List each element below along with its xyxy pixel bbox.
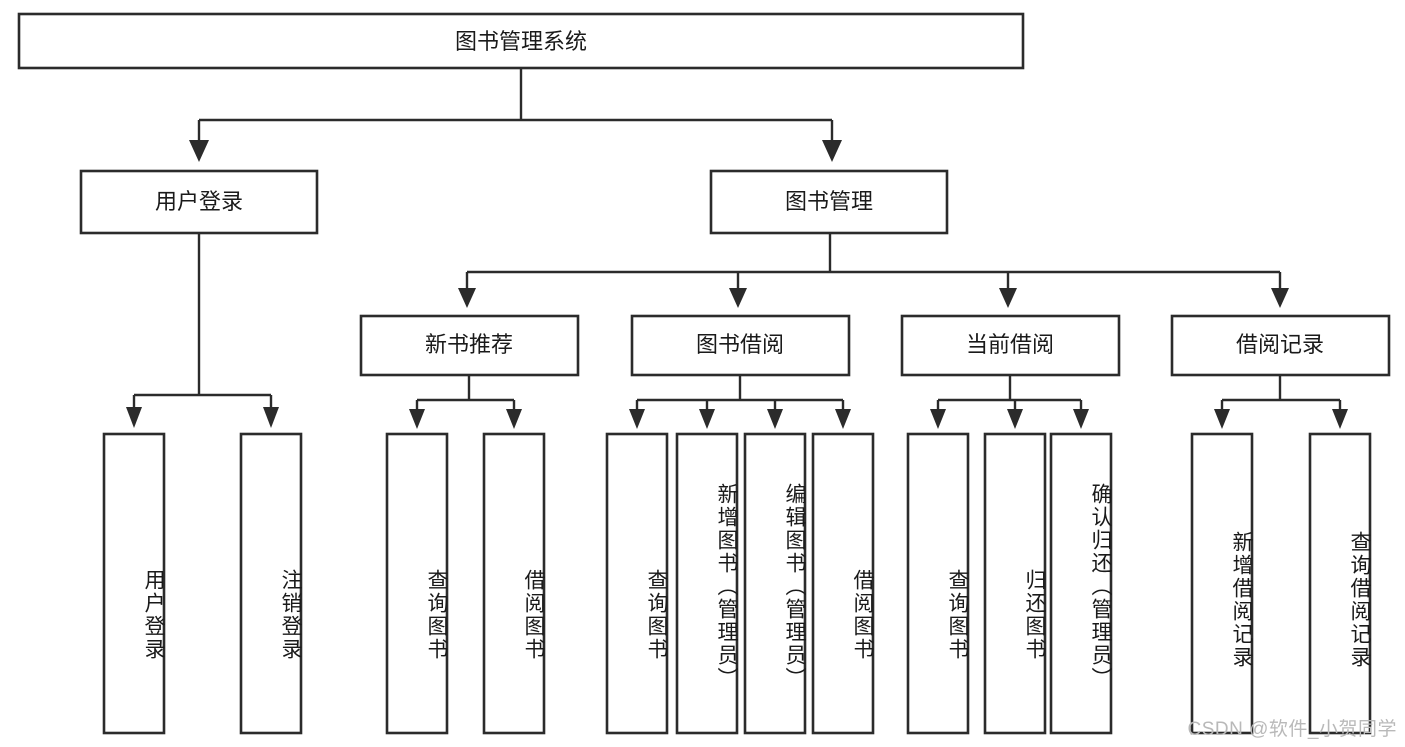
arrow-root-to-user-login	[189, 140, 209, 162]
arrow-userlogin-to-leaf2	[263, 407, 279, 428]
node-current-borrow[interactable]: 当前借阅	[900, 314, 1121, 377]
node-book-management-label: 图书管理	[785, 189, 873, 214]
leaf-box-borrow-book-new[interactable]	[482, 432, 546, 735]
leaf-box-edit-book-admin[interactable]	[743, 432, 807, 735]
leaf-box-layer	[102, 432, 1372, 735]
leaf-box-confirm-return-admin[interactable]	[1049, 432, 1113, 735]
arrow-borrow-to-leaf4	[835, 409, 851, 429]
arrow-bookmgmt-to-current	[999, 288, 1017, 308]
node-root-box[interactable]	[17, 12, 1025, 70]
node-new-book-recommend-box[interactable]	[359, 314, 580, 377]
leaf-box-logout[interactable]	[239, 432, 303, 735]
leaf-box-borrow-book-borrow[interactable]	[811, 432, 875, 735]
node-user-login-label: 用户登录	[155, 189, 243, 214]
node-root[interactable]: 图书管理系统	[17, 12, 1025, 70]
leaf-box-query-borrow-record[interactable]	[1308, 432, 1372, 735]
arrow-userlogin-to-leaf1	[126, 407, 142, 428]
leaf-box-query-book-new[interactable]	[385, 432, 449, 735]
leaf-box-query-book-current[interactable]	[906, 432, 970, 735]
leaf-box-return-book[interactable]	[983, 432, 1047, 735]
connector-layer	[126, 68, 1348, 429]
csdn-watermark: CSDN @软件_小贺同学	[1187, 719, 1397, 740]
node-borrow-record-label: 借阅记录	[1236, 332, 1324, 357]
arrow-current-to-leaf2	[1007, 409, 1023, 429]
node-borrow-record-box[interactable]	[1170, 314, 1391, 377]
arrow-record-to-leaf1	[1214, 409, 1230, 429]
node-book-borrow[interactable]: 图书借阅	[630, 314, 851, 377]
arrow-bookmgmt-to-record	[1271, 288, 1289, 308]
arrow-newbook-to-leaf1	[409, 409, 425, 429]
arrow-current-to-leaf1	[930, 409, 946, 429]
arrow-bookmgmt-to-borrow	[729, 288, 747, 308]
node-current-borrow-label: 当前借阅	[966, 332, 1054, 357]
arrow-record-to-leaf2	[1332, 409, 1348, 429]
node-user-login[interactable]: 用户登录	[79, 169, 319, 235]
node-book-borrow-box[interactable]	[630, 314, 851, 377]
arrow-borrow-to-leaf1	[629, 409, 645, 429]
node-root-label: 图书管理系统	[455, 29, 587, 54]
node-user-login-box[interactable]	[79, 169, 319, 235]
node-new-book-recommend[interactable]: 新书推荐	[359, 314, 580, 377]
leaf-box-add-book-admin[interactable]	[675, 432, 739, 735]
arrow-bookmgmt-to-newbook	[458, 288, 476, 308]
arrow-current-to-leaf3	[1073, 409, 1089, 429]
node-book-management-box[interactable]	[709, 169, 949, 235]
node-book-borrow-label: 图书借阅	[696, 332, 784, 357]
node-new-book-recommend-label: 新书推荐	[425, 332, 513, 357]
arrow-root-to-book-mgmt	[822, 140, 842, 162]
arrow-newbook-to-leaf2	[506, 409, 522, 429]
arrow-borrow-to-leaf2	[699, 409, 715, 429]
leaf-box-add-borrow-record[interactable]	[1190, 432, 1254, 735]
node-current-borrow-box[interactable]	[900, 314, 1121, 377]
node-book-management[interactable]: 图书管理	[709, 169, 949, 235]
node-borrow-record[interactable]: 借阅记录	[1170, 314, 1391, 377]
arrow-borrow-to-leaf3	[767, 409, 783, 429]
leaf-box-query-book-borrow[interactable]	[605, 432, 669, 735]
leaf-box-user-login[interactable]	[102, 432, 166, 735]
